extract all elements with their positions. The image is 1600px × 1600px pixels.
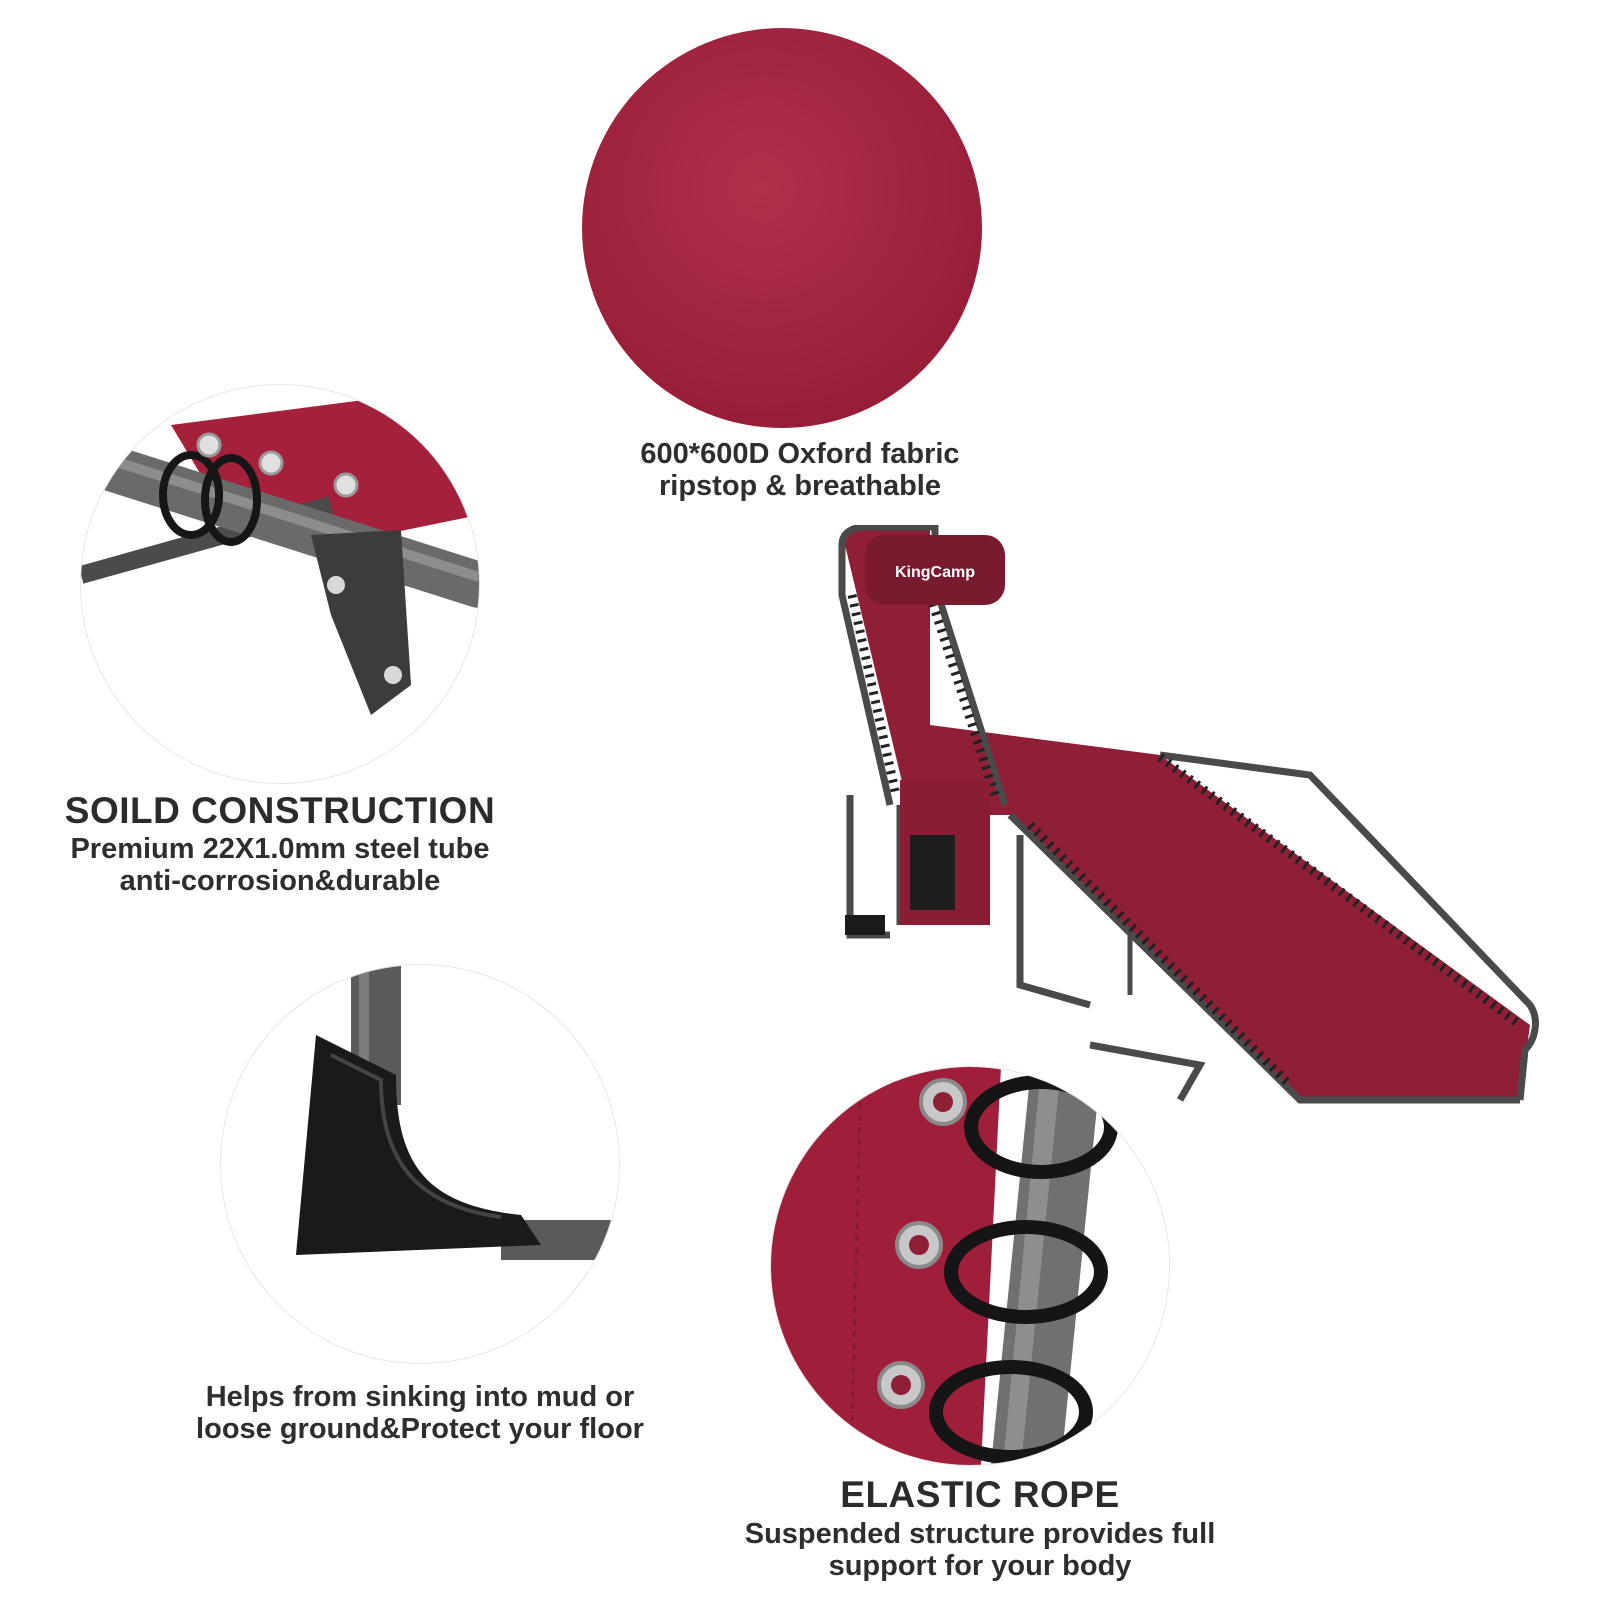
brand-logo: KingCamp — [895, 564, 975, 581]
fabric-caption-line1: 600*600D Oxford fabric — [640, 438, 960, 470]
rope-title: ELASTIC ROPE — [840, 1474, 1120, 1515]
foot-caption-line1: Helps from sinking into mud or — [205, 1381, 635, 1413]
foot-caption: Helps from sinking into mud or loose gro… — [170, 1381, 670, 1445]
construction-caption-line2: anti-corrosion&durable — [119, 865, 441, 897]
rope-caption-line1: Suspended structure provides full — [744, 1518, 1216, 1550]
fabric-swatch — [582, 28, 982, 428]
rope-caption: Suspended structure provides full suppor… — [700, 1518, 1260, 1582]
foot-pad-detail-image — [220, 964, 620, 1364]
fabric-caption-line2: ripstop & breathable — [659, 470, 941, 502]
construction-caption: Premium 22X1.0mm steel tube anti-corrosi… — [20, 833, 540, 897]
rope-caption-line2: support for your body — [828, 1550, 1132, 1582]
construction-title: SOILD CONSTRUCTION — [64, 790, 496, 831]
elastic-rope-detail-image — [770, 1066, 1170, 1466]
foot-caption-line2: loose ground&Protect your floor — [196, 1413, 644, 1445]
construction-caption-line1: Premium 22X1.0mm steel tube — [70, 833, 490, 865]
lounge-chair-image: KingCamp — [830, 525, 1570, 1125]
fabric-caption: 600*600D Oxford fabric ripstop & breatha… — [560, 438, 1040, 502]
construction-detail-image — [80, 384, 480, 784]
